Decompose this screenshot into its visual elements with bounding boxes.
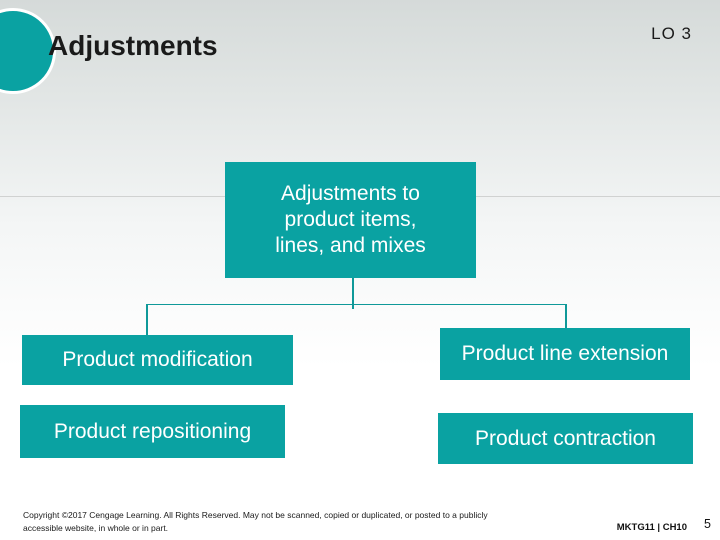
copyright-line-1: Copyright ©2017 Cengage Learning. All Ri… xyxy=(23,510,488,520)
diagram-root-label: Adjustments to product items, lines, and… xyxy=(275,182,426,257)
diagram-node-label: Product contraction xyxy=(475,426,656,450)
diagram-node-product-repositioning: Product repositioning xyxy=(20,405,285,458)
diagram-node-label: Product modification xyxy=(62,348,253,371)
connector-root-stem xyxy=(352,278,354,304)
copyright-notice: Copyright ©2017 Cengage Learning. All Ri… xyxy=(23,509,488,535)
diagram-node-label: Product line extension xyxy=(461,342,669,365)
connector-right-drop xyxy=(565,304,567,329)
page-title: Adjustments xyxy=(48,30,218,61)
diagram-root-node: Adjustments to product items, lines, and… xyxy=(225,162,476,278)
diagram-node-label: Product repositioning xyxy=(53,419,252,443)
course-code-label: MKTG11 | CH10 xyxy=(616,522,687,533)
learning-objective-label: LO 3 xyxy=(651,24,692,43)
diagram-node-product-contraction: Product contraction xyxy=(438,413,693,464)
connector-center-stub xyxy=(352,304,354,309)
slide-page-number: 5 xyxy=(704,517,711,531)
connector-horizontal-bar xyxy=(146,303,566,305)
copyright-line-2: accessible website, in whole or in part. xyxy=(23,523,169,533)
diagram-node-product-line-extension: Product line extension xyxy=(440,328,690,380)
connector-left-drop xyxy=(146,304,148,336)
diagram-node-product-modification: Product modification xyxy=(22,335,293,385)
